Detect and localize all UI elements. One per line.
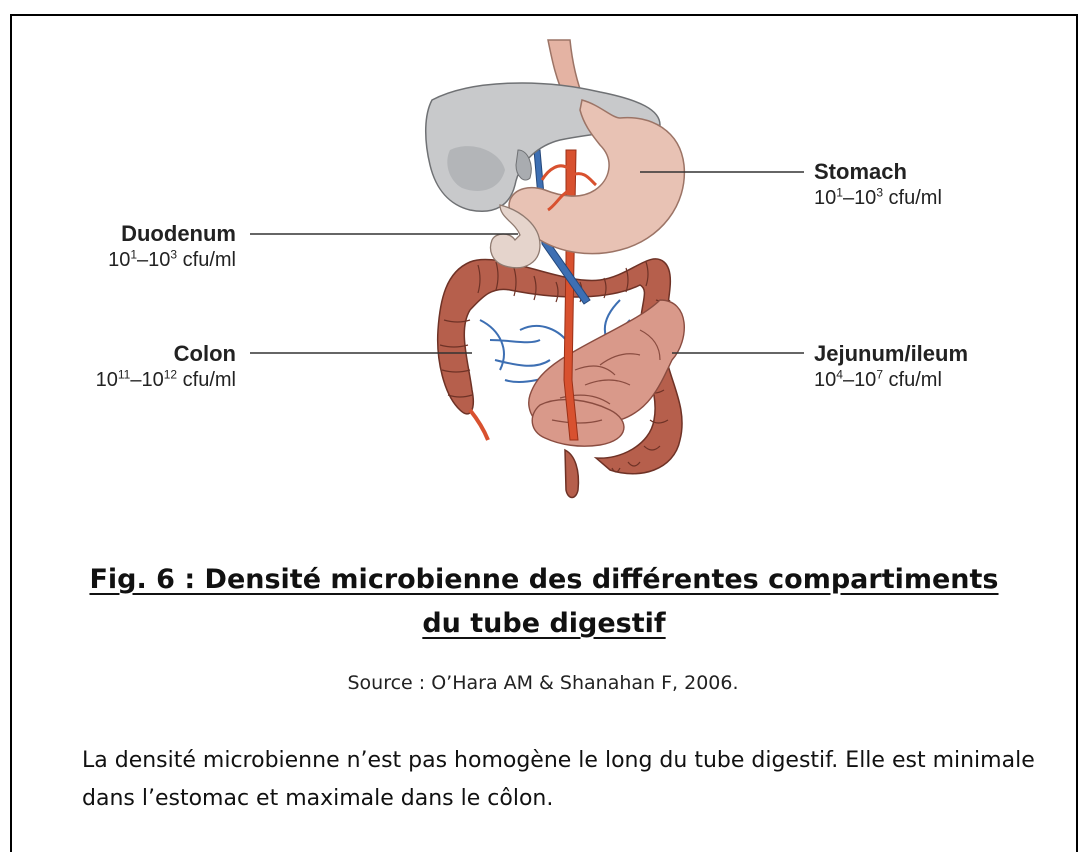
jejunum-name: Jejunum/ileum: [814, 340, 968, 367]
jejunum-label: Jejunum/ileum 104–107 cfu/ml: [814, 340, 968, 393]
colon-label: Colon 1011–1012 cfu/ml: [20, 340, 236, 393]
duodenum-label: Duodenum 101–103 cfu/ml: [40, 220, 236, 273]
colon-density: 1011–1012 cfu/ml: [20, 367, 236, 393]
stomach-label: Stomach 101–103 cfu/ml: [814, 158, 942, 211]
figure-title: Fig. 6 : Densité microbienne des différe…: [40, 558, 1048, 646]
duodenum-density: 101–103 cfu/ml: [40, 247, 236, 273]
iliac-artery-left: [470, 410, 488, 440]
figure-title-line2: du tube digestif: [422, 608, 665, 639]
figure-source: Source : O’Hara AM & Shanahan F, 2006.: [0, 672, 1086, 694]
figure-title-line1: Fig. 6 : Densité microbienne des différe…: [89, 564, 998, 595]
stomach-density: 101–103 cfu/ml: [814, 185, 942, 211]
stomach-name: Stomach: [814, 158, 942, 185]
jejunum-density: 104–107 cfu/ml: [814, 367, 968, 393]
colon-name: Colon: [20, 340, 236, 367]
body-paragraph: La densité microbienne n’est pas homogèn…: [82, 742, 1062, 818]
duodenum-name: Duodenum: [40, 220, 236, 247]
